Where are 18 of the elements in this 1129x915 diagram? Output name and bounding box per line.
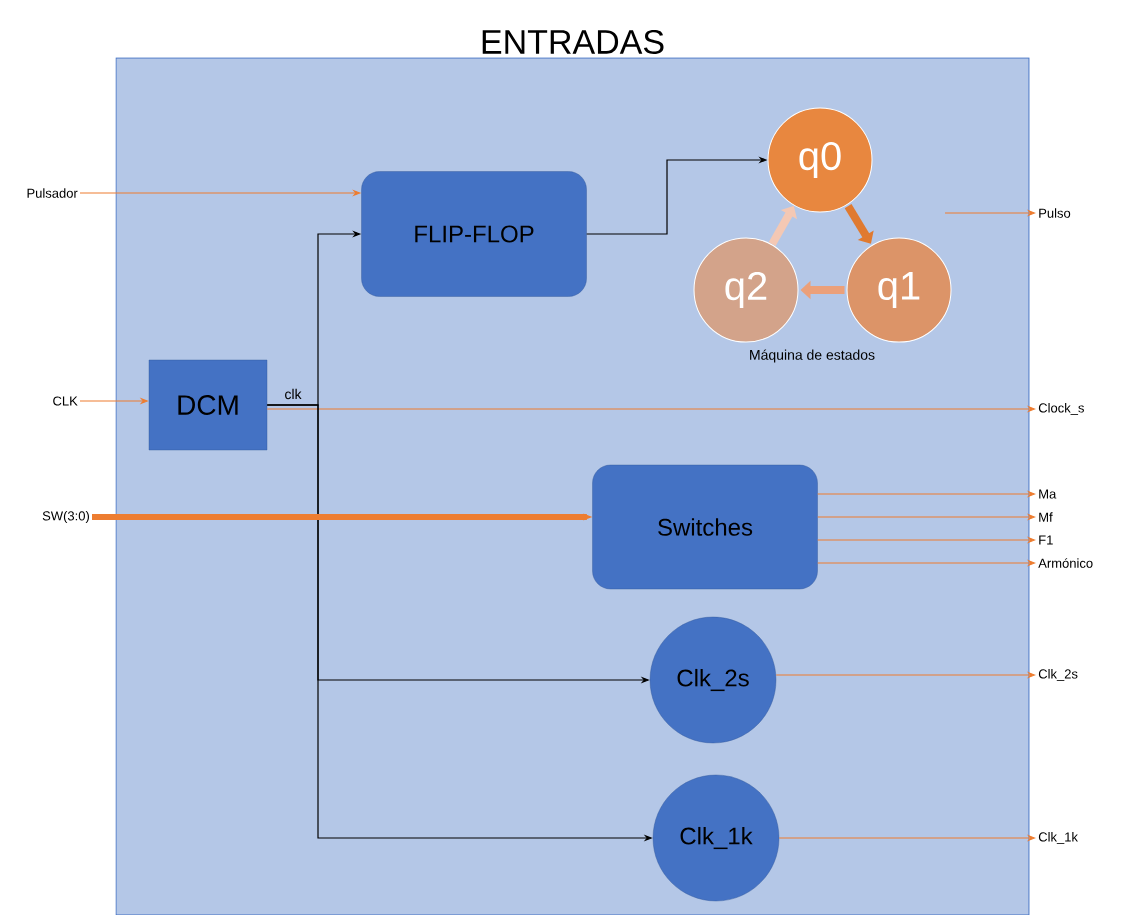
signal-label: Armónico (1038, 558, 1093, 568)
process-box: Switches (592, 464, 818, 590)
signal-label: Pulsador (27, 188, 78, 198)
signal-label: Mf (1039, 512, 1053, 522)
signal-label: SW(3:0) (42, 510, 89, 524)
caption: Máquina de estados (750, 349, 875, 363)
signal-label: Pulso (1039, 208, 1071, 218)
signal-label: Ma (1039, 489, 1057, 499)
signal-label: clk (285, 388, 302, 400)
process-box: FLIP-FLOP (361, 171, 587, 297)
signal-label: Clk_2s (1038, 669, 1078, 681)
signal-label: CLK (53, 396, 78, 406)
signal-label: F1 (1039, 535, 1053, 545)
title: ENTRADAS (482, 29, 664, 54)
signal-label: Clock_s (1038, 403, 1084, 415)
signal-label: Clk_1k (1038, 832, 1078, 844)
process-box: DCM (148, 359, 268, 451)
arrow (844, 204, 874, 244)
